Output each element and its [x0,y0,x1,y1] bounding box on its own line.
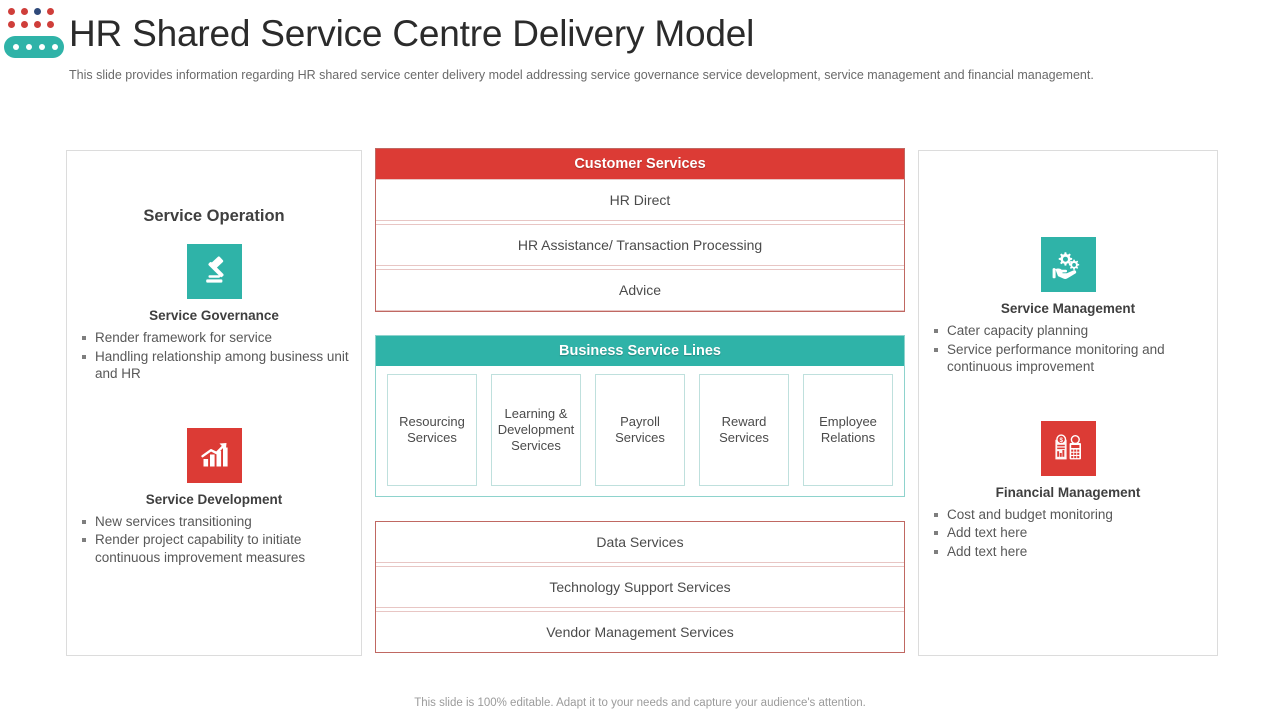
service-card[interactable]: Payroll Services [595,374,685,486]
service-and-financial-management-panel: Service Management Cater capacity planni… [918,150,1218,656]
slide-header: HR Shared Service Centre Delivery Model … [0,0,1280,120]
row-divider [376,266,904,269]
service-governance-bullets: Render framework for service Handling re… [67,329,361,383]
page-title: HR Shared Service Centre Delivery Model [69,13,755,54]
customer-services-header: Customer Services [376,149,904,179]
service-governance-group: Service Governance Render framework for … [67,244,361,383]
list-item: Handling relationship among business uni… [81,348,355,383]
support-services-block: Data Services Technology Support Service… [375,521,905,653]
service-card[interactable]: Reward Services [699,374,789,486]
left-panel-title: Service Operation [143,207,285,225]
table-row: Vendor Management Services [376,611,904,652]
hand-gears-icon [1040,237,1096,292]
list-item: Render project capability to initiate co… [81,531,355,566]
table-row: Advice [376,269,904,311]
finance-document-calculator-icon: $ [1040,420,1096,476]
bar-chart-growth-icon [186,427,242,483]
list-item: Add text here [933,524,1211,542]
business-service-cards: Resourcing Services Learning & Developme… [376,366,904,496]
dotted-pill-logo-icon [4,8,66,58]
service-operation-panel: Service Operation Service Governance Ren… [66,150,362,656]
financial-management-bullets: Cost and budget monitoring Add text here… [919,506,1217,561]
table-row: HR Direct [376,179,904,221]
row-divider [376,563,904,566]
table-row: Technology Support Services [376,566,904,608]
list-item: Render framework for service [81,329,355,347]
list-item: Cost and budget monitoring [933,506,1211,524]
page-subtitle: This slide provides information regardin… [69,68,1094,82]
financial-management-heading: Financial Management [995,484,1141,500]
list-item: New services transitioning [81,513,355,531]
service-management-group: Service Management Cater capacity planni… [919,237,1217,376]
footer-note: This slide is 100% editable. Adapt it to… [414,697,866,709]
service-governance-heading: Service Governance [149,308,279,323]
service-card[interactable]: Learning & Development Services [491,374,581,486]
service-development-heading: Service Development [145,491,283,507]
table-row: Data Services [376,522,904,563]
row-divider [376,221,904,224]
list-item: Add text here [933,543,1211,561]
row-divider [376,608,904,611]
service-card[interactable]: Employee Relations [803,374,893,486]
service-management-bullets: Cater capacity planning Service performa… [919,322,1217,376]
business-service-lines-block: Business Service Lines Resourcing Servic… [375,335,905,497]
list-item: Cater capacity planning [933,322,1211,340]
service-development-bullets: New services transitioning Render projec… [67,513,361,567]
service-development-group: Service Development New services transit… [67,427,361,567]
list-item: Service performance monitoring and conti… [933,341,1211,376]
service-management-heading: Service Management [1000,301,1136,316]
customer-services-block: Customer Services HR Direct HR Assistanc… [375,148,905,312]
svg-text:$: $ [1059,437,1063,444]
financial-management-group: $ Financia [919,420,1217,561]
business-service-lines-header: Business Service Lines [376,336,904,366]
service-card[interactable]: Resourcing Services [387,374,477,486]
table-row: HR Assistance/ Transaction Processing [376,224,904,266]
gavel-icon [186,244,242,299]
